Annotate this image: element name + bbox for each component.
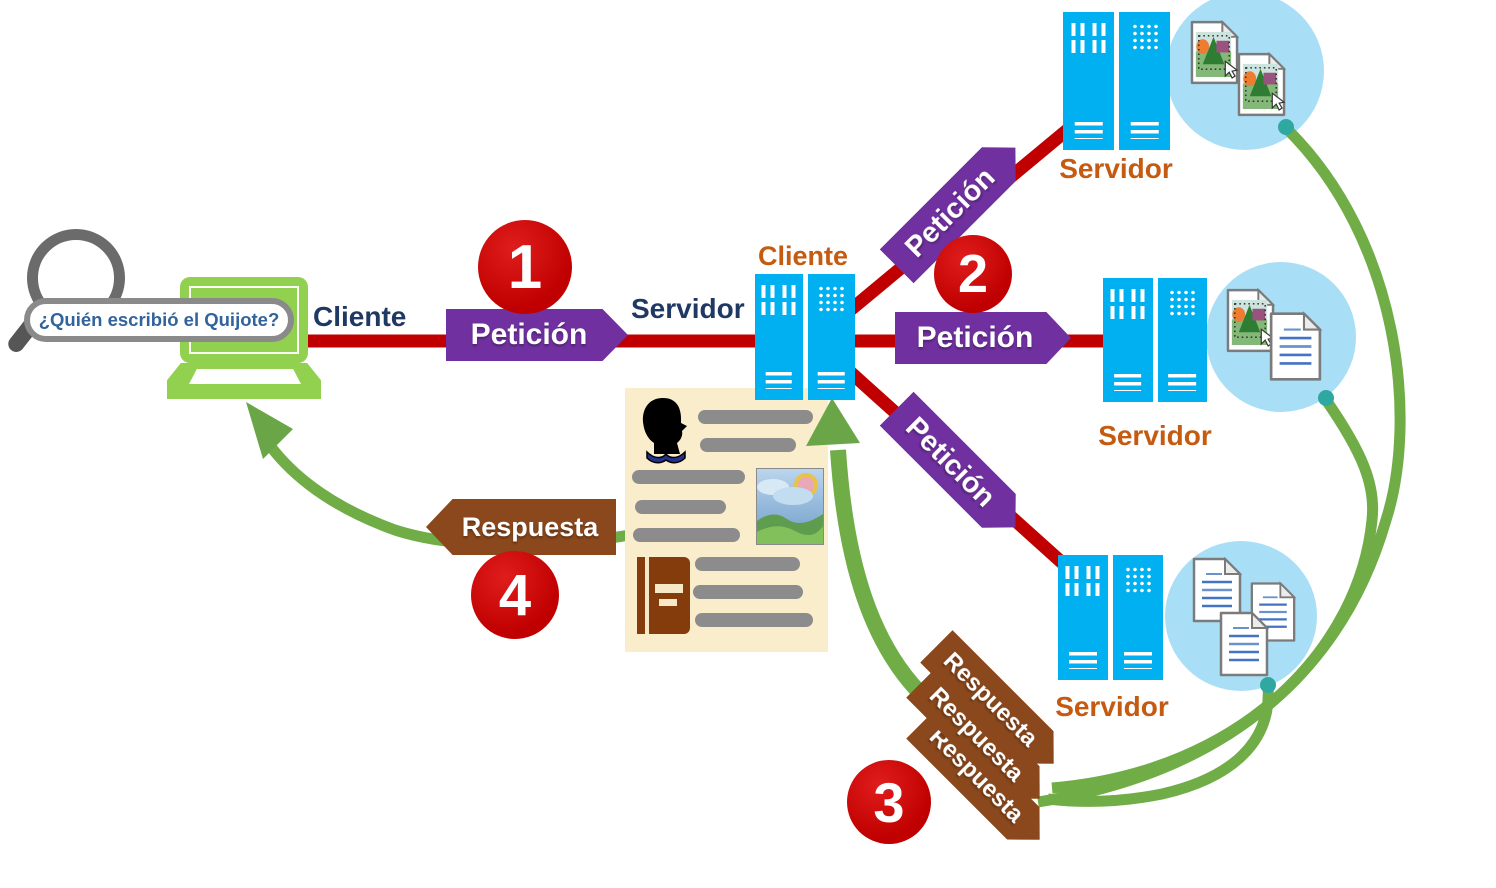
server-dot-grid-icon xyxy=(1124,566,1152,593)
label-center-client: Cliente xyxy=(757,241,849,271)
step-2-circle: 2 xyxy=(934,235,1012,313)
image-document-icon xyxy=(1190,19,1239,86)
step-4-circle: 4 xyxy=(471,551,559,639)
person-reading-icon xyxy=(642,398,687,464)
server-tower xyxy=(1103,278,1153,402)
label-center-server: Servidor xyxy=(631,293,745,324)
laptop-keyboard-slot xyxy=(189,369,301,384)
book-icon xyxy=(637,557,690,634)
landscape-image-icon xyxy=(756,468,824,545)
server-drive-lines-icon xyxy=(1113,374,1142,391)
step-number: 3 xyxy=(873,770,905,834)
server-dot-grid-icon xyxy=(817,285,845,312)
image-document-icon xyxy=(1226,287,1275,354)
server-tower xyxy=(1058,555,1108,680)
aggregated-response-arrow xyxy=(830,449,940,713)
text-document-icon xyxy=(1219,611,1269,677)
peticion-badge-main: Petición xyxy=(446,309,628,361)
image-document-icon xyxy=(1237,51,1286,118)
text-line xyxy=(700,438,796,452)
peticion-badge-bottom: Petición xyxy=(880,392,1033,545)
server-vents-icon xyxy=(761,285,797,315)
main-server-icon xyxy=(755,274,855,400)
server-vents-icon xyxy=(1110,289,1146,319)
server-vents-icon xyxy=(1065,566,1101,596)
bottom-server-icon xyxy=(1058,555,1163,680)
label-left-client: Cliente xyxy=(313,301,407,332)
text-line xyxy=(695,557,800,571)
arrowhead-to-laptop xyxy=(246,402,293,459)
top-server-icon xyxy=(1063,12,1170,150)
text-document-icon xyxy=(1269,311,1322,382)
server-dot-grid-icon xyxy=(1131,23,1158,50)
middle-server-icon xyxy=(1103,278,1207,402)
text-line xyxy=(633,528,740,542)
server-drive-lines-icon xyxy=(1124,652,1152,669)
peticion-badge-label: Petición xyxy=(916,321,1034,354)
server-drive-lines-icon xyxy=(1069,652,1097,669)
text-line xyxy=(695,613,813,627)
peticion-badge-middle: Petición xyxy=(895,312,1071,364)
peticion-badge-label: Petición xyxy=(470,318,588,351)
label-bottom-server: Servidor xyxy=(1055,691,1169,722)
server-tower xyxy=(1113,555,1163,680)
search-query-text: ¿Quién escribió el Quijote? xyxy=(38,309,280,330)
respuesta-badge-final: Respuesta xyxy=(426,499,616,555)
search-query-box[interactable]: ¿Quién escribió el Quijote? xyxy=(24,298,294,342)
label-top-server: Servidor xyxy=(1059,153,1173,184)
server-vents-icon xyxy=(1071,23,1106,53)
server-drive-lines-icon xyxy=(765,372,793,389)
result-document xyxy=(625,388,828,652)
peticion-badge-label: Petición xyxy=(899,410,1002,514)
server-drive-lines-icon xyxy=(1130,122,1159,139)
text-line xyxy=(693,585,803,599)
step-number: 4 xyxy=(498,562,532,628)
server-drive-lines-icon xyxy=(1074,122,1103,139)
step-1-circle: 1 xyxy=(478,220,572,314)
text-line xyxy=(635,500,726,514)
server-tower xyxy=(755,274,803,400)
server-tower xyxy=(1157,278,1207,402)
text-line xyxy=(698,410,813,424)
label-middle-server: Servidor xyxy=(1098,420,1212,451)
server-drive-lines-icon xyxy=(817,372,845,389)
text-line xyxy=(632,470,745,484)
server-tower xyxy=(1119,12,1170,150)
server-drive-lines-icon xyxy=(1168,374,1197,391)
server-tower xyxy=(807,274,855,400)
respuesta-badge-label: Respuesta xyxy=(461,511,599,542)
step-3-circle: 3 xyxy=(847,760,931,844)
step-number: 1 xyxy=(507,232,543,302)
server-tower xyxy=(1063,12,1114,150)
step-number: 2 xyxy=(957,244,989,304)
server-dot-grid-icon xyxy=(1168,289,1196,316)
